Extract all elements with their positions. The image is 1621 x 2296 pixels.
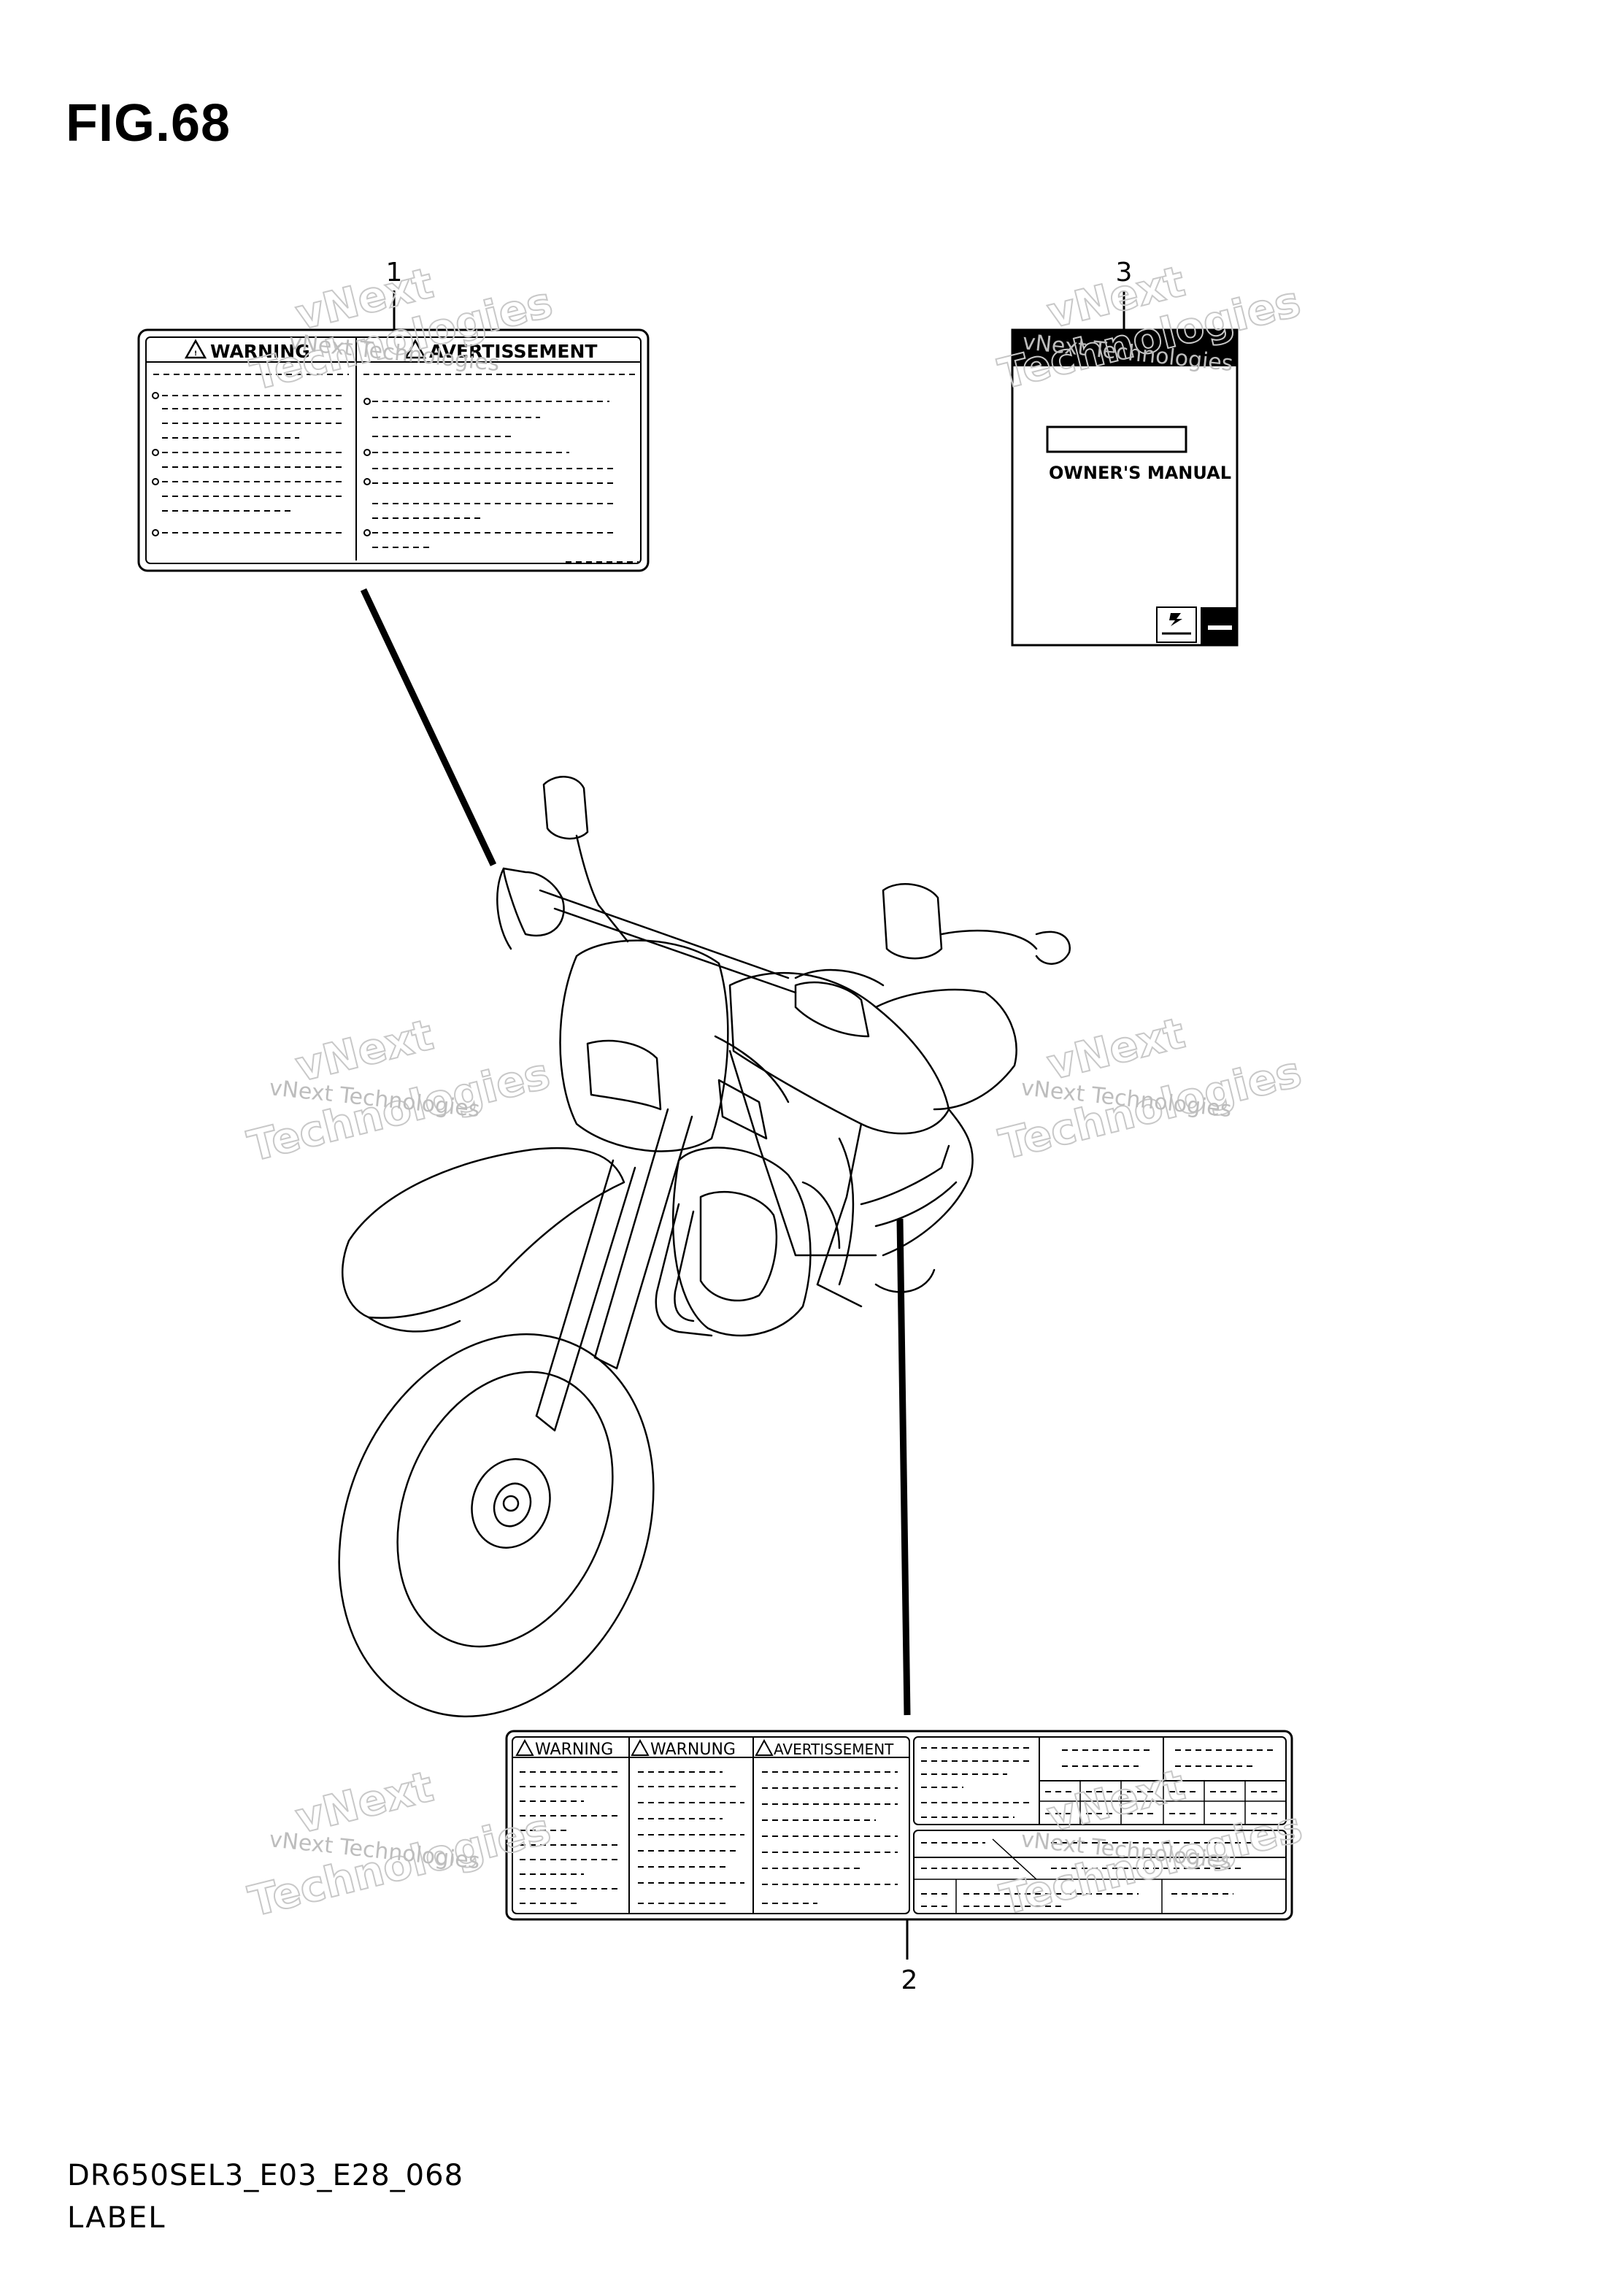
label-2-warning-fr: AVERTISSEMENT — [774, 1741, 894, 1758]
svg-text:!: ! — [194, 350, 197, 358]
label-2[interactable]: WARNING WARNUNG AVERTISSEMENT — [505, 1730, 1293, 1921]
diagram-code: DR650SEL3_E03_E28_068 — [67, 2159, 464, 2192]
figure-title: FIG.68 — [66, 94, 231, 153]
label-2-warning-de: WARNUNG — [650, 1741, 736, 1759]
callout-2: 2 — [901, 1965, 918, 1995]
label-1[interactable]: ! WARNING AVERTISSEMENT — [137, 328, 650, 572]
motorcycle-illustration — [338, 776, 1071, 1718]
manual-title: OWNER'S MANUAL — [1049, 463, 1231, 483]
callout-3: 3 — [1116, 258, 1133, 288]
callout-1: 1 — [386, 258, 403, 288]
brand-logo-icon — [1169, 613, 1182, 626]
label-2-warning-en: WARNING — [535, 1741, 613, 1759]
owners-manual[interactable]: OWNER'S MANUAL — [1011, 328, 1239, 647]
diagram-section: LABEL — [67, 2201, 166, 2235]
label-1-warning-fr: AVERTISSEMENT — [429, 341, 597, 362]
label-1-warning-en: WARNING — [210, 341, 310, 362]
